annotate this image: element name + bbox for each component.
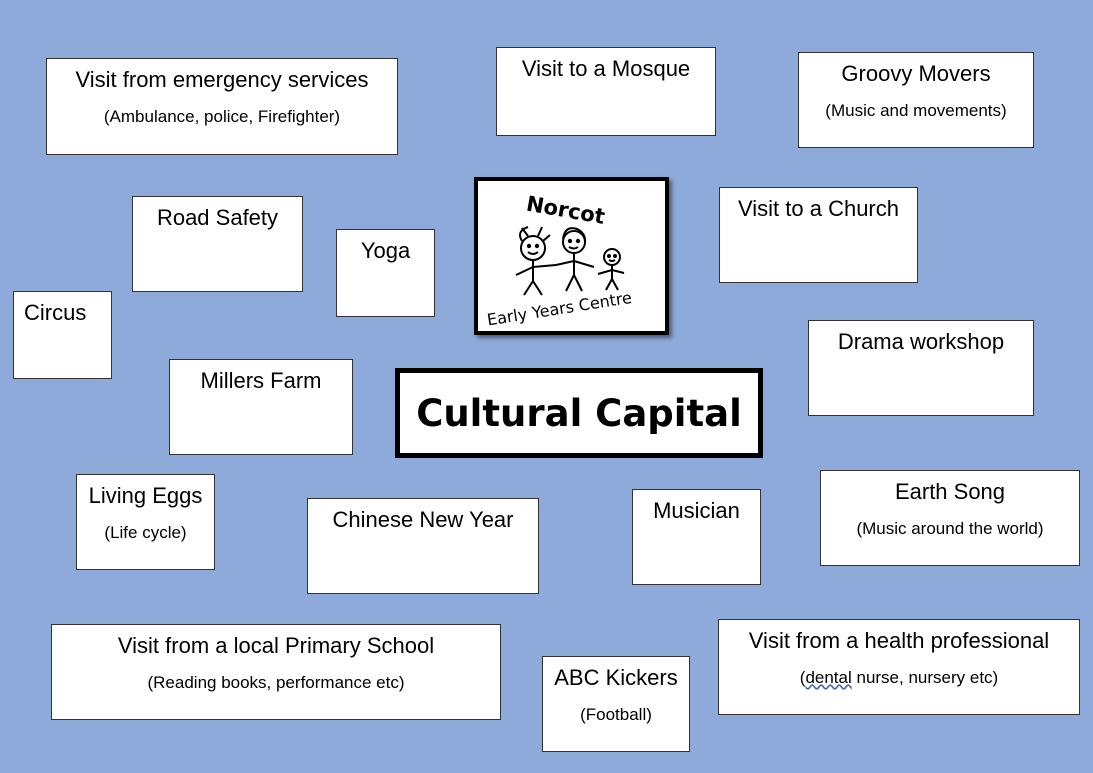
stick-figure-icon <box>597 248 625 291</box>
activity-title: ABC Kickers <box>554 665 678 690</box>
activity-millers-farm: Millers Farm <box>169 359 353 455</box>
subtitle-rest: nurse, nursery etc) <box>851 668 999 687</box>
stick-figure-icon <box>555 227 595 292</box>
activity-circus: Circus <box>13 291 112 379</box>
activity-subtitle: (Music and movements) <box>825 101 1007 120</box>
activity-title: Millers Farm <box>200 368 322 393</box>
activity-subtitle: (Music around the world) <box>856 519 1044 538</box>
central-title: Cultural Capital <box>416 391 742 435</box>
activity-drama-workshop: Drama workshop <box>808 320 1034 416</box>
activity-title: Yoga <box>360 238 411 263</box>
activity-title: Chinese New Year <box>332 507 514 532</box>
activity-subtitle: (dental nurse, nursery etc) <box>719 668 1079 688</box>
school-logo: Norcot <box>474 177 669 335</box>
activity-title: Drama workshop <box>837 329 1005 354</box>
activity-subtitle: (Ambulance, police, Firefighter) <box>103 107 341 126</box>
activity-title: Visit from a local Primary School <box>117 633 435 658</box>
activity-road-safety: Road Safety <box>132 196 303 292</box>
activity-earth-song: Earth Song (Music around the world) <box>820 470 1080 566</box>
activity-musician: Musician <box>632 489 761 585</box>
activity-title: Visit from a health professional <box>748 628 1050 653</box>
activity-emergency-services: Visit from emergency services (Ambulance… <box>46 58 398 155</box>
logo-name-text: Norcot <box>525 192 607 229</box>
activity-church: Visit to a Church <box>719 187 918 283</box>
activity-living-eggs: Living Eggs (Life cycle) <box>76 474 215 570</box>
activity-title: Earth Song <box>894 479 1006 504</box>
activity-title: Visit to a Mosque <box>521 56 691 81</box>
activity-primary-school: Visit from a local Primary School (Readi… <box>51 624 501 720</box>
logo-subtitle-text: Early Years Centre <box>486 288 633 330</box>
activity-subtitle: (Life cycle) <box>104 523 187 542</box>
activity-title: Living Eggs <box>88 483 203 508</box>
activity-mosque: Visit to a Mosque <box>496 47 716 136</box>
activity-health-professional: Visit from a health professional (dental… <box>718 619 1080 715</box>
activity-title: Circus <box>24 300 87 325</box>
central-title-box: Cultural Capital <box>395 368 763 458</box>
activity-title: Groovy Movers <box>841 61 991 86</box>
subtitle-underlined-word: dental <box>805 668 852 687</box>
activity-title: Visit from emergency services <box>75 67 369 92</box>
activity-yoga: Yoga <box>336 229 435 317</box>
activity-subtitle: (Football) <box>580 705 652 724</box>
activity-groovy-movers: Groovy Movers (Music and movements) <box>798 52 1034 148</box>
activity-subtitle: (Reading books, performance etc) <box>147 673 405 692</box>
activity-chinese-new-year: Chinese New Year <box>307 498 539 594</box>
logo-drawing: Norcot <box>486 192 633 330</box>
activity-title: Musician <box>653 498 740 523</box>
activity-title: Visit to a Church <box>737 196 899 221</box>
stick-figure-icon <box>515 226 557 296</box>
activity-title: Road Safety <box>156 205 279 230</box>
subtitle-open-paren: ( <box>799 668 806 687</box>
activity-abc-kickers: ABC Kickers (Football) <box>542 656 690 752</box>
